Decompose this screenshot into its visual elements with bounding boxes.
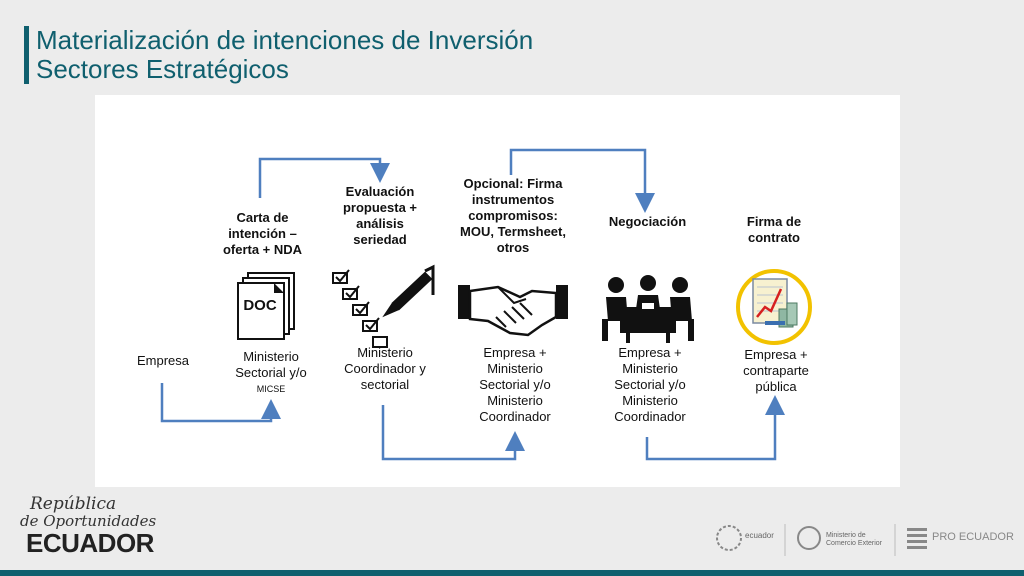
ecuador-seal-icon	[716, 525, 742, 551]
step-actor-carta-text: Ministerio Sectorial y/o	[235, 349, 307, 380]
handshake-icon	[458, 285, 568, 337]
logo-proecuador-text: PRO ECUADOR	[932, 531, 1014, 543]
step-heading-evaluacion: Evaluación propuesta + análisis seriedad	[342, 184, 418, 247]
partner-logos	[716, 524, 927, 556]
step-actor-firma: Empresa + contraparte pública	[743, 347, 809, 394]
step-heading-firma: Firma de contrato	[746, 214, 802, 245]
step-actor-carta: Ministerio Sectorial y/o MICSE	[223, 349, 319, 397]
arrow-opcional-to-negociacion	[509, 148, 655, 213]
arrow-evaluacion-to-opcional	[381, 405, 525, 461]
logo-ministerio: Ministerio de Comercio Exterior	[826, 532, 882, 548]
doc-stack-icon	[237, 272, 295, 340]
proecuador-icon	[907, 528, 927, 549]
title-line-1: Materialización de intenciones de Invers…	[36, 25, 534, 55]
diagram-panel: Carta de intención – oferta + NDA Evalua…	[95, 95, 900, 487]
arrow-empresa-to-carta	[160, 383, 281, 423]
doc-icon-label: DOC	[243, 297, 277, 314]
contract-chart-icon	[736, 269, 812, 345]
brand-script-line1: República	[30, 494, 117, 514]
step-actor-negociacion: Empresa + Ministerio Sectorial y/o Minis…	[614, 345, 686, 424]
brand-ecuador: ECUADOR	[26, 528, 154, 558]
logo-ministerio-line1: Ministerio de	[826, 532, 866, 539]
step-actor-carta-small: MICSE	[256, 384, 286, 394]
flow-arrows	[160, 148, 812, 461]
title-accent-bar	[24, 26, 29, 84]
step-actor-evaluacion: Ministerio Coordinador y sectorial	[344, 345, 426, 392]
start-label-empresa: Empresa	[136, 353, 190, 368]
arrow-carta-to-evaluacion	[258, 157, 390, 198]
slide-title: Materialización de intenciones de Invers…	[36, 26, 533, 84]
meeting-icon	[602, 275, 694, 343]
brand-script-line2: de Oportunidades	[20, 512, 157, 530]
title-line-2: Sectores Estratégicos	[36, 54, 289, 84]
ministerio-seal-icon	[797, 526, 821, 550]
step-heading-opcional: Opcional: Firma instrumentos compromisos…	[460, 176, 566, 255]
footer-accent-line	[0, 570, 1024, 576]
logo-ecuador-text: ecuador	[745, 531, 774, 540]
step-heading-negociacion: Negociación	[608, 214, 687, 229]
arrow-negociacion-to-firma	[645, 395, 785, 461]
checklist-pen-icon	[332, 264, 435, 348]
logo-ministerio-line2: Comercio Exterior	[826, 540, 883, 547]
step-actor-opcional: Empresa + Ministerio Sectorial y/o Minis…	[479, 345, 551, 424]
step-heading-carta: Carta de intención – oferta + NDA	[222, 210, 303, 257]
